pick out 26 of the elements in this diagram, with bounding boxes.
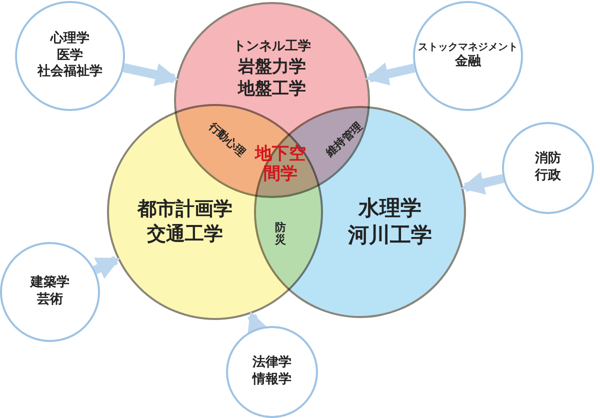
node-text: 都市計画学 — [138, 197, 232, 222]
block-arrow — [122, 63, 179, 86]
node-text: 消防 — [535, 151, 561, 168]
node-text: 河川工学 — [348, 222, 432, 249]
overlap-label: 防災 — [275, 222, 286, 246]
node-text: 心理学 — [50, 30, 90, 48]
node-text: 金融 — [455, 54, 481, 71]
node-text: 行政 — [535, 168, 561, 185]
node-text: 法律学 — [252, 355, 292, 372]
node-text: ストックマネジメント — [418, 41, 518, 54]
block-arrow — [93, 256, 120, 279]
node-text: 交通工学 — [147, 222, 223, 247]
overlap-label: 維持管理 — [322, 119, 366, 160]
overlap-label: 行動心理 — [206, 119, 248, 160]
node-text: 建築学 — [30, 275, 70, 292]
block-arrow — [460, 172, 504, 195]
node-text: 情報学 — [252, 372, 292, 389]
node-text: 岩盤力学 — [238, 56, 306, 78]
node-text: 社会福祉学 — [38, 64, 102, 82]
node-text: 水理学 — [358, 194, 422, 222]
center-label: 地下空間学 — [255, 145, 306, 184]
node-text: トンネル工学 — [233, 39, 311, 56]
node-text: 芸術 — [37, 292, 63, 309]
block-arrow — [365, 62, 416, 86]
node-text: 医学 — [57, 48, 83, 64]
node-text: 地盤工学 — [238, 78, 306, 101]
